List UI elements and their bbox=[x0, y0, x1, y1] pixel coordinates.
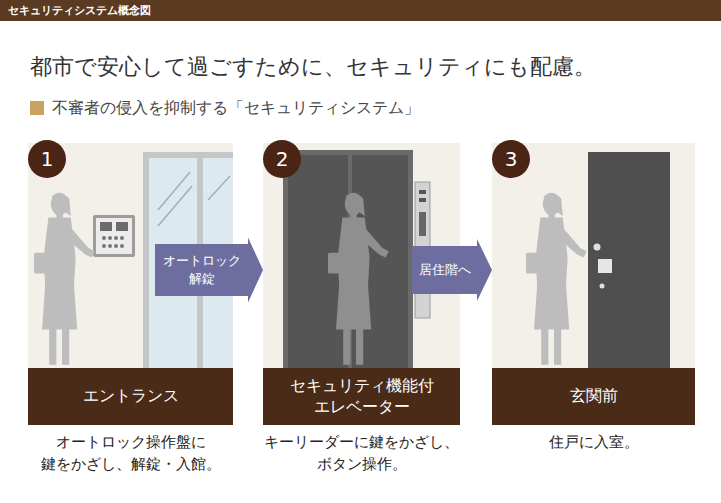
title-bar: セキュリティシステム概念図 bbox=[0, 0, 721, 21]
step-number-circle: 2 bbox=[263, 140, 301, 178]
title-text: セキュリティシステム概念図 bbox=[8, 3, 151, 18]
resident-figure bbox=[34, 193, 95, 365]
front-door bbox=[588, 152, 670, 368]
step-band-label: 玄関前 bbox=[492, 368, 695, 425]
resident-figure bbox=[526, 193, 587, 365]
arrow-label: 居住階へ bbox=[412, 246, 478, 294]
step-description: キーリーダーに鍵をかざし、 ボタン操作。 bbox=[249, 432, 474, 476]
step-band-label: セキュリティ機能付 エレベーター bbox=[263, 368, 460, 425]
bullet-square bbox=[30, 101, 44, 115]
heading: 都市で安心して過ごすために、セキュリティにも配慮。 bbox=[30, 52, 596, 82]
callout-number: 3 bbox=[505, 149, 518, 169]
step-description: オートロック操作盤に 鍵をかざし、解錠・入館。 bbox=[14, 432, 247, 476]
arrow-label: オートロック 解錠 bbox=[155, 244, 249, 295]
elevator bbox=[283, 150, 430, 368]
callout-number: 2 bbox=[276, 149, 289, 169]
panel-ground bbox=[492, 143, 695, 368]
step-number-circle: 1 bbox=[28, 140, 66, 178]
callout-number: 1 bbox=[41, 149, 54, 169]
step-panel: 玄関前住戸に入室。3 bbox=[492, 143, 695, 425]
step-description: 住戸に入室。 bbox=[478, 432, 709, 454]
step-number-circle: 3 bbox=[492, 140, 530, 178]
arrow-head bbox=[477, 239, 492, 301]
intercom-panel bbox=[93, 215, 135, 257]
step-band-label: エントランス bbox=[28, 368, 233, 425]
resident-figure bbox=[328, 193, 389, 365]
subheading: 不審者の侵入を抑制する「セキュリティシステム」 bbox=[52, 98, 420, 119]
arrow-head bbox=[248, 237, 263, 302]
